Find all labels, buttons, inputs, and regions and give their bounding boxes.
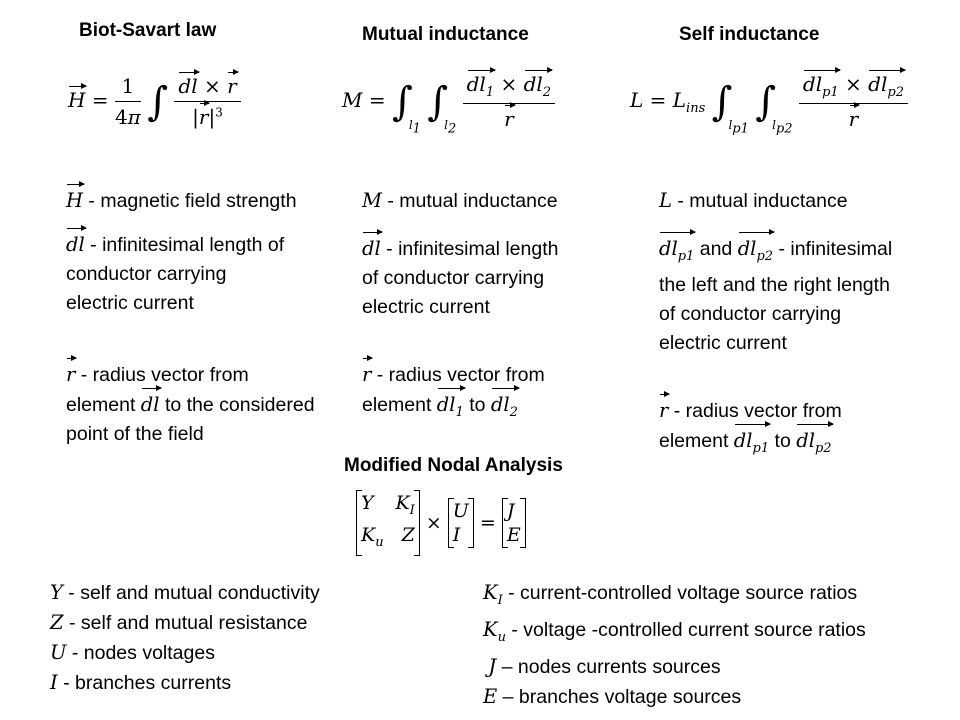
mna-def-KI-text: - current-controlled voltage source rati… <box>502 582 858 604</box>
biot-def-H-text: - magnetic field strength <box>83 190 297 212</box>
mna-def-J: J – nodes currents sources <box>488 654 721 678</box>
self-def-dl: dlp1 and dlp2 - infinitesimal the left a… <box>659 229 899 358</box>
mna-matrix-sources: J E <box>501 497 526 548</box>
self-def-L-text: - mutual inductance <box>671 190 848 212</box>
mna-def-Y-text: - self and mutual conductivity <box>62 582 320 604</box>
mna-def-KI: KI - current-controlled voltage source r… <box>483 581 858 608</box>
self-def-dl-and: and <box>694 238 738 260</box>
self-def-r-text2: element <box>659 430 734 452</box>
self-def-r-text1: - radius vector from <box>668 400 842 422</box>
mna-left-defs: Y - self and mutual conductivity Z - sel… <box>50 578 320 698</box>
mna-def-Ku-text: - voltage -controlled current source rat… <box>505 618 866 641</box>
biot-def-H: H - magnetic field strength <box>66 181 336 216</box>
biot-savart-title: Biot-Savart law <box>79 20 217 41</box>
mutual-inductance-title: Mutual inductance <box>362 24 529 45</box>
mna-def-J-text: – nodes currents sources <box>496 655 721 678</box>
mutual-def-r-text1: - radius vector from element <box>362 364 545 416</box>
mna-def-Z: Z - self and mutual resistance <box>50 611 308 634</box>
mna-def-I-text: - branches currents <box>57 672 232 694</box>
mna-title: Modified Nodal Analysis <box>344 455 563 476</box>
mutual-def-M-text: - mutual inductance <box>381 190 558 212</box>
self-def-r-text3: to <box>769 430 797 452</box>
mna-matrix-unknowns: U I <box>447 497 474 548</box>
biot-def-r-text1: - radius vector from element <box>66 364 249 416</box>
mna-def-Z-text: - self and mutual resistance <box>63 612 308 634</box>
mna-def-U-text: - nodes voltages <box>66 642 215 664</box>
mna-def-E-text: – branches voltage sources <box>497 685 742 708</box>
mna-def-Y: Y - self and mutual conductivity <box>50 581 320 604</box>
mna-def-Ku: Ku - voltage -controlled current source … <box>483 617 866 645</box>
mutual-def-dl-text: - infinitesimal length of conductor carr… <box>362 238 559 318</box>
biot-def-r: r - radius vector from element dl to the… <box>66 355 316 449</box>
mna-right-defs: KI - current-controlled voltage source r… <box>483 578 866 712</box>
self-def-r: r - radius vector from element dlp1 to d… <box>659 391 919 463</box>
mutual-def-r-text2: to <box>463 394 491 416</box>
biot-def-dl-text: - infinitesimal length of conductor carr… <box>66 234 285 314</box>
self-inductance-title: Self inductance <box>679 24 820 45</box>
mna-def-U: U - nodes voltages <box>50 641 215 664</box>
mutual-def-r: r - radius vector from element dl1 to dl… <box>362 355 602 427</box>
self-def-dl-text: - infinitesimal the left and the right l… <box>659 238 893 354</box>
biot-def-r-text2: to the considered point of the field <box>66 394 315 445</box>
mutual-def-dl: dl - infinitesimal length of conductor c… <box>362 229 577 322</box>
mna-def-E: E – branches voltage sources <box>483 684 742 708</box>
biot-def-dl: dl - infinitesimal length of conductor c… <box>66 225 286 318</box>
mutual-def-M: M - mutual inductance <box>362 189 558 212</box>
self-def-L: L - mutual inductance <box>659 189 848 212</box>
mna-def-I: I - branches currents <box>50 671 232 694</box>
